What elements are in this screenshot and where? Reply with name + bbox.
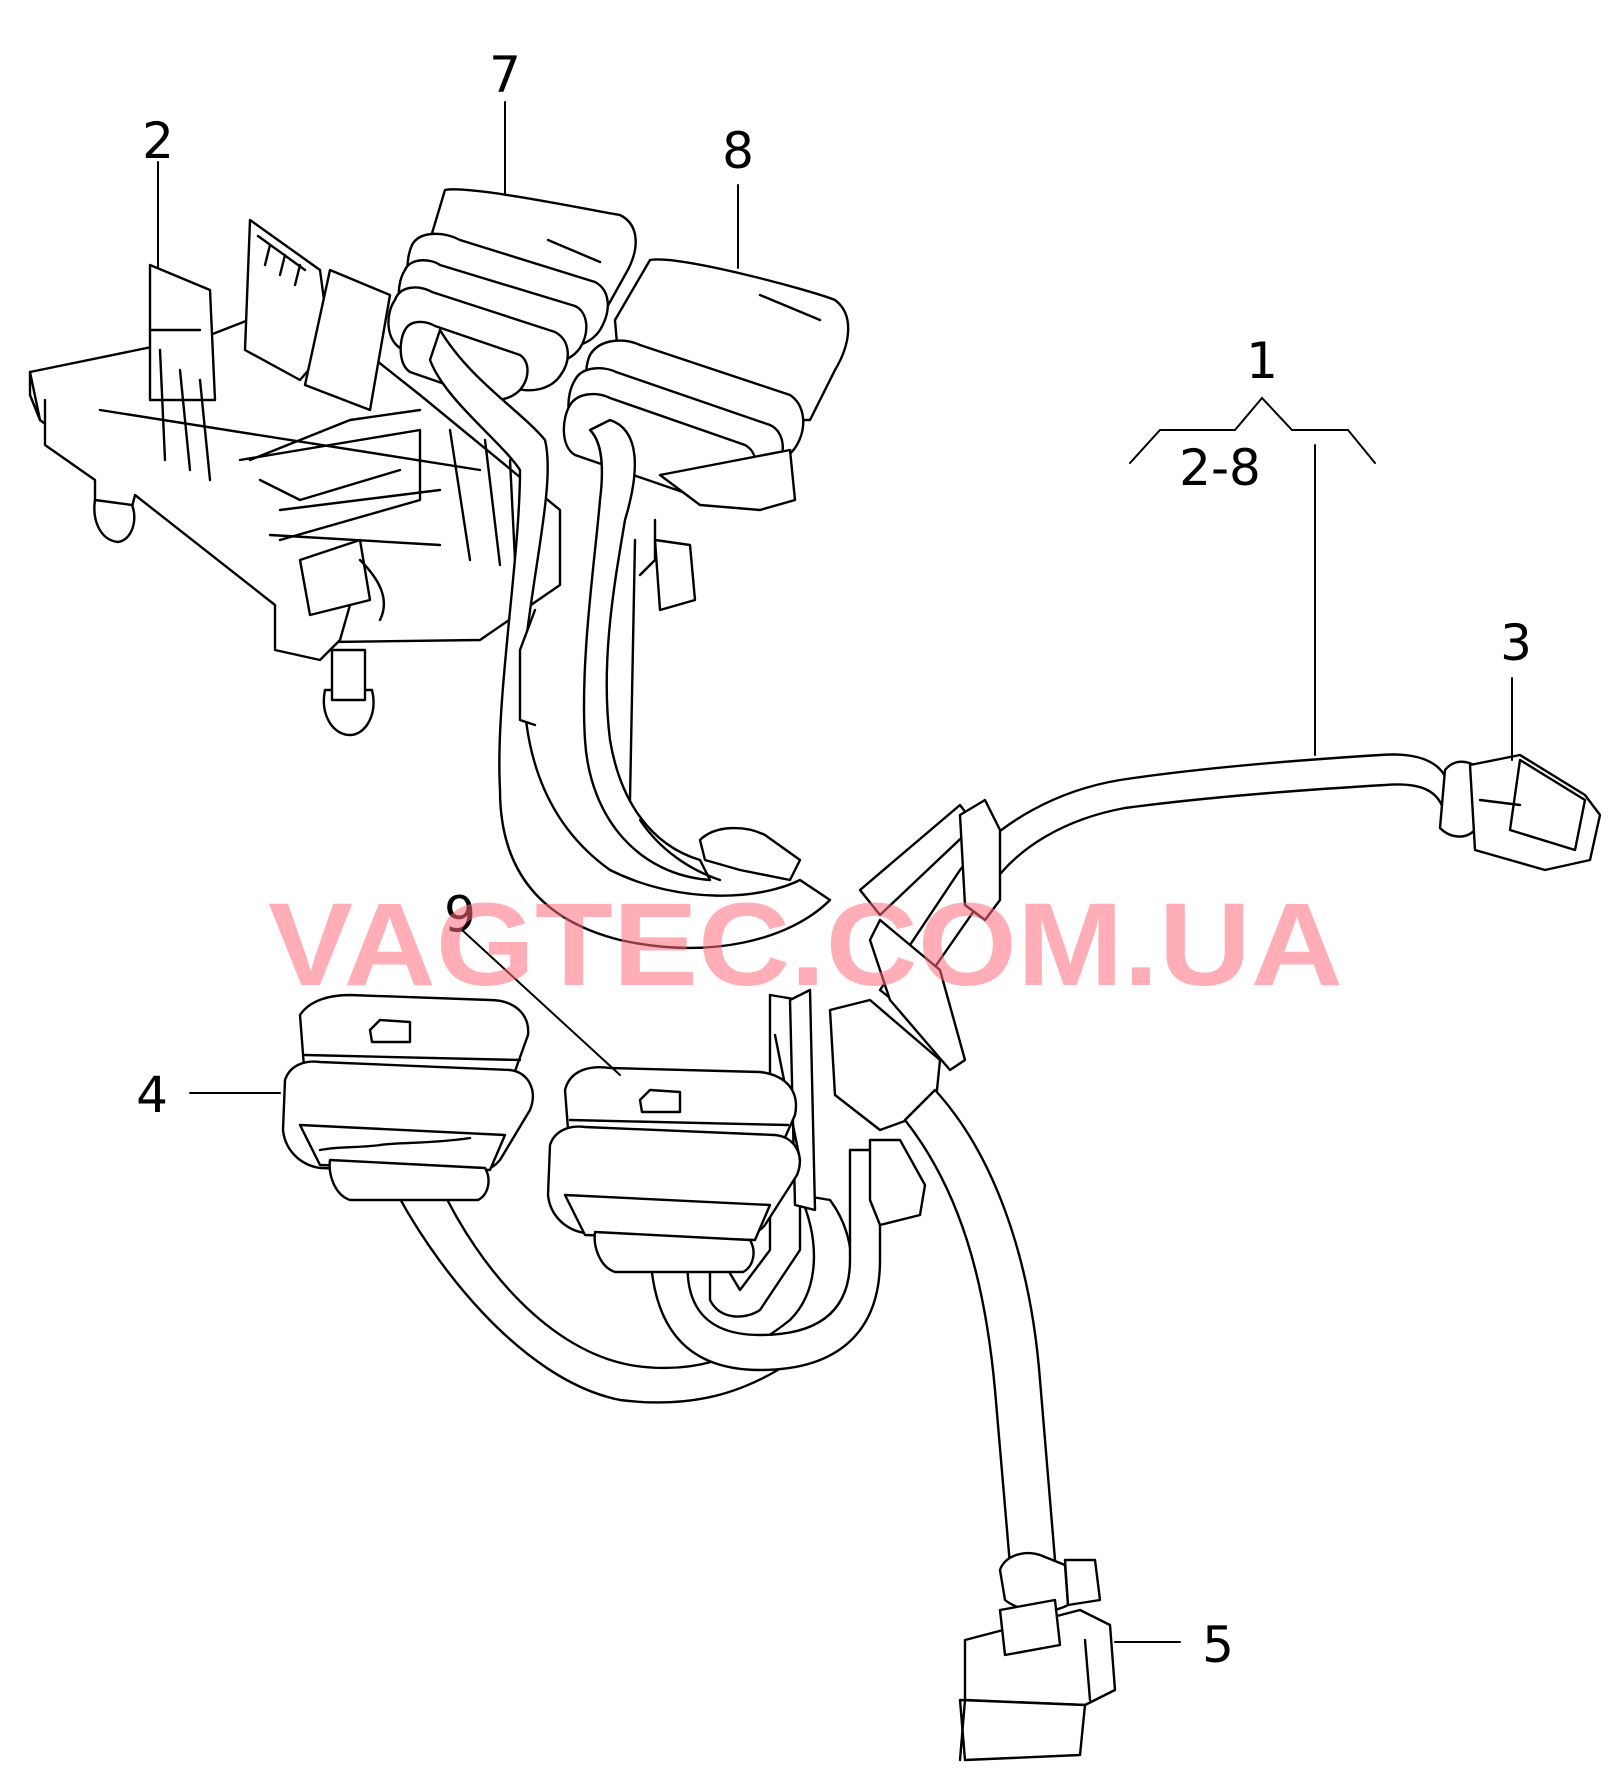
callout-5: 5 [1202, 1616, 1234, 1674]
leader-lines [157, 101, 1513, 1643]
mounting-bracket [28, 218, 562, 737]
connector-5 [958, 1551, 1117, 1762]
connector-4 [281, 993, 534, 1202]
connector-7 [387, 188, 637, 402]
watermark-text: VAGTEC.COM.UA [268, 879, 1343, 1011]
callout-1: 1 [1246, 332, 1278, 390]
callout-2: 2 [142, 112, 174, 170]
callout-6: 6 [444, 883, 476, 941]
callout-labels: 7 2 8 1 2-8 3 4 6 5 [136, 46, 1532, 1674]
callout-8: 8 [722, 122, 754, 180]
callout-4: 4 [136, 1066, 168, 1124]
leader-line-6 [461, 929, 621, 1076]
callout-7: 7 [489, 46, 521, 104]
callout-range-2-8: 2-8 [1179, 439, 1261, 497]
harness-trunk [428, 328, 832, 950]
callout-3: 3 [1500, 614, 1532, 672]
connector-6 [546, 1066, 801, 1274]
connector-3 [1438, 753, 1602, 872]
group-bracket [1129, 396, 1376, 464]
